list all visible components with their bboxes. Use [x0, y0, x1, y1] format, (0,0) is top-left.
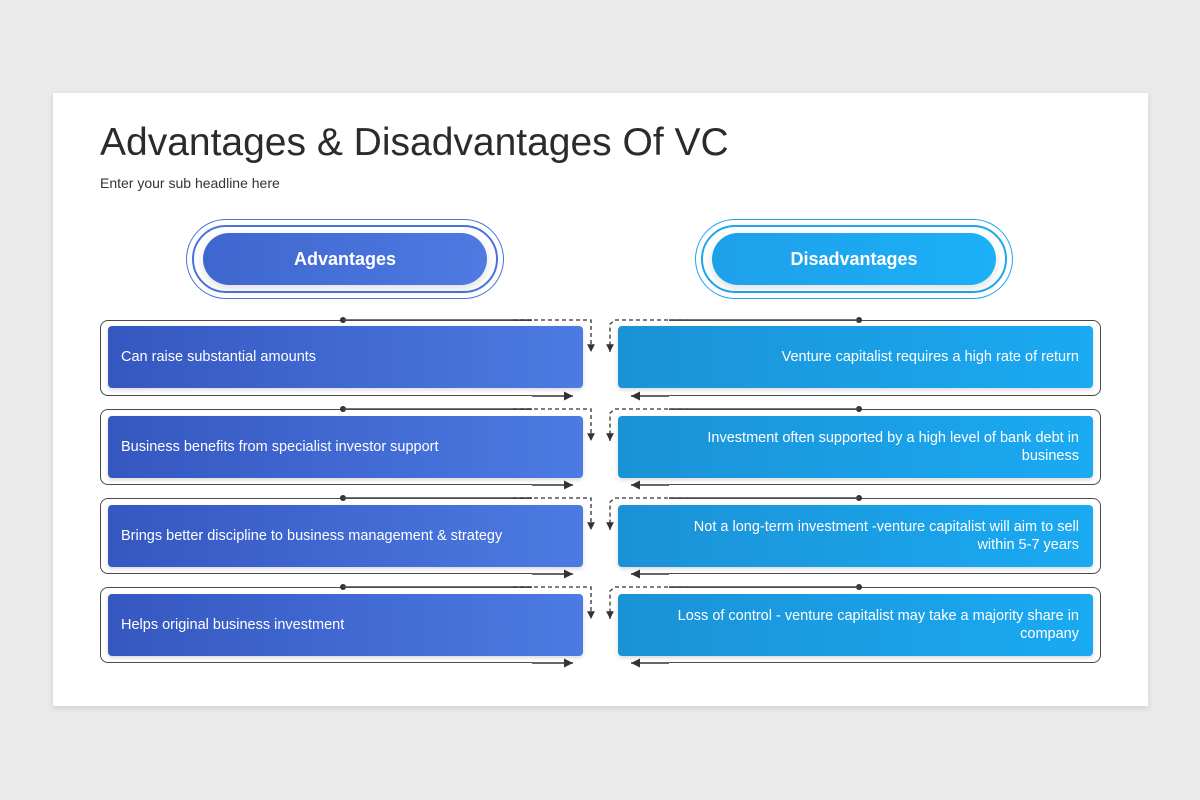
advantage-item-text: Can raise substantial amounts — [121, 349, 317, 365]
disadvantage-item: Loss of control - venture capitalist may… — [618, 594, 1093, 656]
disadvantage-frame — [669, 320, 1101, 396]
disadvantage-item-text: Investment often supported by a high lev… — [707, 430, 1079, 464]
advantage-frame — [100, 498, 532, 574]
advantages-header-outer-ring — [186, 219, 504, 299]
connector-lines — [340, 317, 862, 668]
advantage-item: Can raise substantial amounts — [108, 326, 583, 388]
advantage-item-text: Helps original business investment — [121, 617, 345, 633]
advantage-item: Brings better discipline to business man… — [108, 505, 583, 567]
advantage-frame — [100, 409, 532, 485]
disadvantages-header-label: Disadvantages — [712, 233, 996, 285]
disadvantage-item: Not a long-term investment -venture capi… — [618, 505, 1093, 567]
disadvantages-header: Disadvantages — [695, 219, 1013, 299]
disadvantage-item-text: Loss of control - venture capitalist may… — [677, 608, 1079, 642]
disadvantage-item-text: Not a long-term investment -venture capi… — [693, 519, 1079, 553]
advantage-item-text: Brings better discipline to business man… — [121, 528, 503, 544]
disadvantage-item: Venture capitalist requires a high rate … — [618, 326, 1093, 388]
dashed-arrow — [606, 408, 689, 441]
disadvantage-frame — [669, 498, 1101, 574]
dashed-arrow — [606, 586, 689, 619]
disadvantages-header-outer-ring — [695, 219, 1013, 299]
disadvantage-item: Investment often supported by a high lev… — [618, 416, 1093, 478]
dashed-arrow — [606, 319, 689, 352]
disadvantages-header-inner-ring — [701, 225, 1007, 293]
dashed-arrow — [513, 319, 595, 352]
dashed-arrow — [606, 497, 689, 530]
disadvantage-item-text: Venture capitalist requires a high rate … — [781, 349, 1079, 365]
advantages-header-inner-ring — [192, 225, 498, 293]
disadvantage-frame — [669, 409, 1101, 485]
dashed-arrow — [513, 497, 595, 530]
slide: Advantages & Disadvantages Of VC Enter y… — [53, 93, 1148, 706]
advantages-header: Advantages — [186, 219, 504, 299]
dashed-arrow — [513, 586, 595, 619]
advantage-item: Business benefits from specialist invest… — [108, 416, 583, 478]
advantage-item: Helps original business investment — [108, 594, 583, 656]
dashed-arrow — [513, 408, 595, 441]
disadvantage-frame — [669, 587, 1101, 663]
page-title: Advantages & Disadvantages Of VC — [100, 121, 729, 164]
advantages-header-label: Advantages — [203, 233, 487, 285]
page-subtitle: Enter your sub headline here — [100, 175, 280, 191]
advantage-frame — [100, 320, 532, 396]
advantage-item-text: Business benefits from specialist invest… — [121, 439, 439, 455]
connector-group — [340, 317, 862, 668]
advantage-frame — [100, 587, 532, 663]
